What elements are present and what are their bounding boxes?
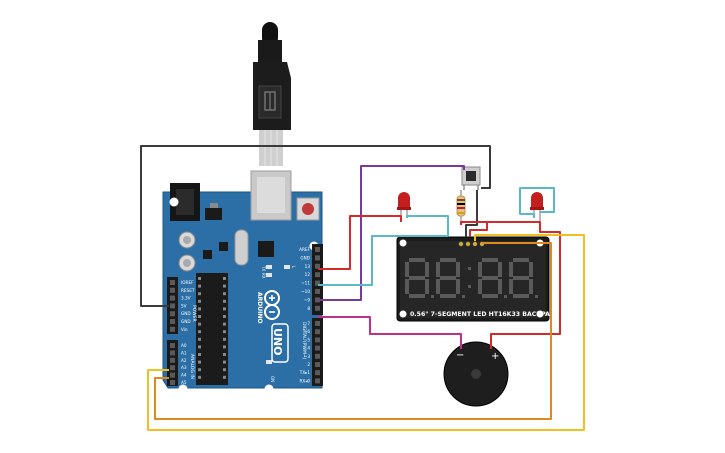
wire-cyan-left (318, 215, 449, 286)
push-button[interactable] (461, 166, 481, 190)
digital-header-top (312, 244, 323, 315)
power-pin-label: GND (181, 319, 191, 324)
usb-cable (253, 22, 291, 166)
l-label: L (291, 266, 296, 269)
digital-pin-label: 7 (307, 321, 310, 326)
digital-pin-label: 8 (307, 306, 310, 311)
on-label: ON (270, 376, 275, 382)
digital-pin-label: ~5 (304, 337, 311, 342)
wire-cyan-right (519, 187, 555, 218)
arduino-logo (264, 290, 280, 320)
wire-orange (154, 242, 552, 420)
analog-header (167, 340, 178, 386)
digital-pin-label: ~11 (301, 281, 310, 286)
power-pin-label: 3.3V (181, 296, 191, 301)
digital-pin-label: 13 (305, 264, 311, 269)
power-pin-label: RESET (181, 288, 195, 293)
analog-pin-label: A4 (181, 373, 187, 378)
wires (140, 145, 585, 431)
wire-purple (318, 165, 465, 301)
led-right (530, 192, 544, 222)
digital-pin-label: GND (300, 255, 310, 260)
digital-pin-label: 4 (307, 346, 310, 351)
wire-yellow (147, 234, 585, 431)
digit-2 (436, 258, 465, 298)
piezo-buzzer: − + (443, 341, 509, 407)
display-digits (405, 258, 538, 298)
digital-pin-label: ~3 (304, 354, 311, 359)
power-pin-label: Vin (181, 327, 188, 332)
analog-pin-label: A2 (181, 358, 187, 363)
power-pin-label: IOREF (181, 280, 194, 285)
analog-pin-label: A5 (181, 380, 187, 385)
power-pin-labels: IOREF RESET 3.3V 5V GND GND Vin (181, 280, 195, 332)
wire-red-led (318, 215, 402, 270)
digital-pin-label: ~6 (304, 329, 311, 334)
wire-button-gnd (465, 190, 478, 237)
reset-button-cap[interactable] (302, 203, 314, 215)
digit-4 (509, 258, 538, 298)
seven-segment-display: 0.56" 7-SEGMENT LED HT16K33 BACKPACK (396, 236, 559, 322)
analog-header-label: ANALOG IN (189, 354, 195, 379)
analog-pin-label: A0 (181, 343, 187, 348)
atmega-chip (196, 273, 228, 385)
brand-label: ARDUINO (256, 292, 263, 323)
digital-pin-label: RX◂0 (299, 378, 310, 383)
digital-pin-label: ~9 (304, 297, 311, 302)
digit-1 (405, 258, 434, 298)
analog-pin-label: A1 (181, 350, 187, 355)
analog-pin-label: A3 (181, 365, 187, 370)
digital-pin-label: TX▸1 (299, 370, 311, 375)
display-header-pins (458, 241, 485, 247)
digital-pin-label: AREF (299, 247, 310, 252)
digital-pin-labels: AREF GND 13 12 ~11 ~10 ~9 8 7 ~6 ~5 4 ~3 2TX▸1RX◂0 (299, 247, 311, 383)
digital-header-bottom (312, 318, 323, 386)
buzzer-plus: + (491, 351, 499, 362)
digital-pin-label: 12 (305, 272, 311, 277)
buzzer-minus: − (456, 350, 464, 361)
digital-pin-label: ~10 (301, 289, 310, 294)
display-label: 0.56" 7-SEGMENT LED HT16K33 BACKPACK (410, 311, 559, 318)
wire-red-display (469, 222, 488, 237)
colon (468, 267, 471, 288)
resistor (456, 190, 466, 225)
digit-3 (478, 258, 507, 298)
model-label: UNO (271, 328, 284, 356)
tx-label: TX (261, 265, 266, 271)
led-left (397, 192, 411, 222)
wire-gnd-loop (140, 145, 491, 307)
digital-header-label: DIGITAL (PWM~) (301, 322, 307, 360)
digital-pin-label: 2 (307, 362, 310, 367)
wire-magenta (318, 316, 462, 349)
power-header-label: POWER (191, 305, 197, 322)
power-pin-label: 5V (181, 303, 187, 308)
rx-label: RX (261, 273, 266, 279)
power-pin-label: GND (181, 311, 191, 316)
wire-red-long (460, 221, 561, 349)
